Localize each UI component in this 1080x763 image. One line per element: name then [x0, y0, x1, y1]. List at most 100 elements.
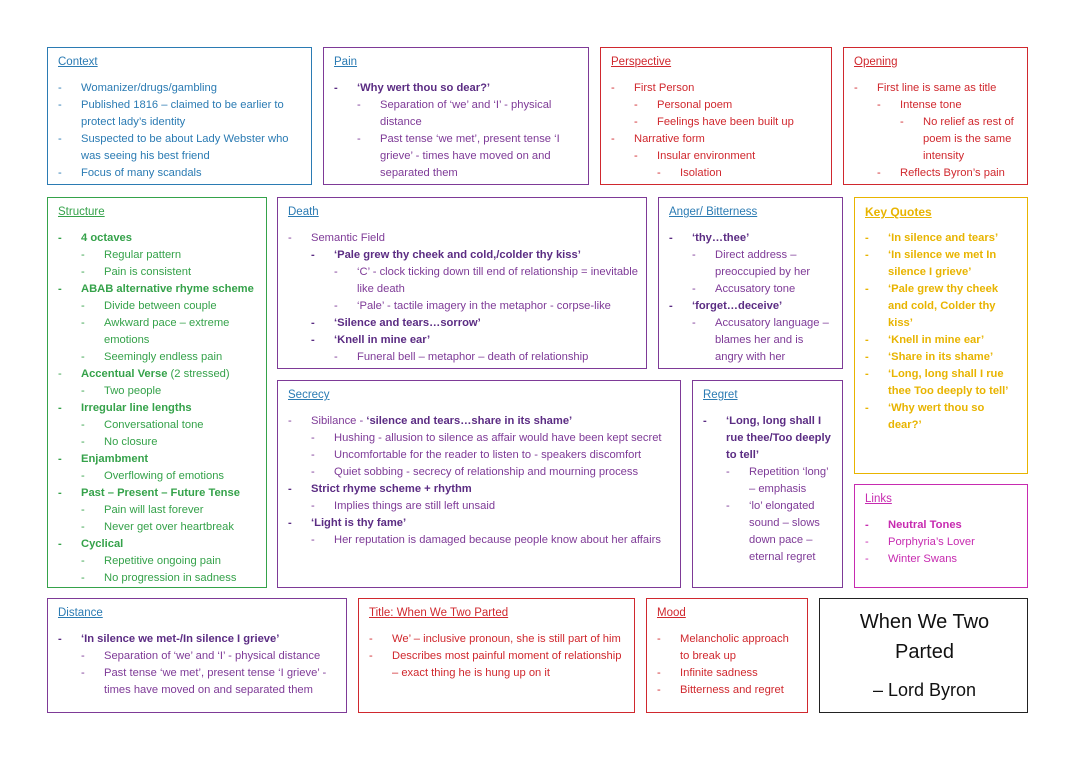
death-box: Death Semantic Field ‘Pale grew thy chee… — [277, 197, 647, 369]
list-item: ‘Light is thy fame’ — [288, 515, 672, 532]
list-item: No relief as rest of poem is the same in… — [854, 114, 1019, 165]
context-list: Womanizer/drugs/gambling Published 1816 … — [58, 80, 303, 182]
poem-name-line2: Parted — [895, 641, 954, 663]
pain-title: Pain — [334, 56, 358, 68]
list-item: Regular pattern — [58, 247, 258, 264]
list-item: Accusatory tone — [669, 281, 834, 298]
anger-list: ‘thy…thee’ Direct address – preoccupied … — [669, 230, 834, 366]
list-item: Irregular line lengths — [58, 400, 258, 417]
list-item: No closure — [58, 434, 258, 451]
context-box: Context Womanizer/drugs/gambling Publish… — [47, 47, 312, 185]
distance-box: Distance ‘In silence we met-/In silence … — [47, 598, 347, 713]
list-item: ‘Why wert thou so dear?’ — [865, 400, 1015, 434]
perspective-list: First Person Personal poem Feelings have… — [611, 80, 823, 182]
title-analysis-title: Title: When We Two Parted — [369, 607, 509, 619]
sibilance-quote: ‘silence and tears…share in its shame’ — [366, 415, 573, 427]
regret-title: Regret — [703, 389, 738, 401]
secrecy-list: Sibilance - ‘silence and tears…share in … — [288, 413, 672, 549]
list-item: ‘C’ - clock ticking down till end of rel… — [288, 264, 638, 298]
list-item: ‘forget…deceive’ — [669, 298, 834, 315]
list-item: First Person — [611, 80, 823, 97]
death-list: Semantic Field ‘Pale grew thy cheek and … — [288, 230, 638, 366]
list-item: Separation of ‘we’ and ‘I’ - physical di… — [334, 97, 580, 131]
list-item: Uncomfortable for the reader to listen t… — [288, 447, 672, 464]
list-item: Repetition ‘long’ – emphasis — [703, 464, 834, 498]
distance-title: Distance — [58, 607, 103, 619]
accentual-note: (2 stressed) — [167, 368, 230, 380]
list-item: Direct address – preoccupied by her — [669, 247, 834, 281]
list-item: Never get over heartbreak — [58, 519, 258, 536]
list-item: Seemingly endless pain — [58, 349, 258, 366]
opening-list: First line is same as title Intense tone… — [854, 80, 1019, 182]
list-item: ‘Pale grew thy cheek and cold, Colder th… — [865, 281, 1015, 332]
list-item: Awkward pace – extreme emotions — [58, 315, 258, 349]
list-item: Neutral Tones — [865, 517, 1019, 534]
list-item: Reflects Byron’s pain — [854, 165, 1019, 182]
list-item: Separation of ‘we’ and ‘I’ - physical di… — [58, 648, 338, 665]
list-item: Enjambment — [58, 451, 258, 468]
list-item: We’ – inclusive pronoun, she is still pa… — [369, 631, 626, 648]
distance-list: ‘In silence we met-/In silence I grieve’… — [58, 631, 338, 699]
list-item: Bitterness and regret — [657, 682, 799, 699]
mood-title: Mood — [657, 607, 686, 619]
keyquotes-list: ‘In silence and tears’ ‘In silence we me… — [865, 230, 1019, 434]
list-item: ‘Knell in mine ear’ — [865, 332, 1015, 349]
list-item: Past tense ‘we met’, present tense ‘I gr… — [334, 131, 580, 182]
accentual-label: Accentual Verse — [81, 368, 168, 380]
links-list: Neutral Tones Porphyria’s Lover Winter S… — [865, 517, 1019, 568]
list-item: ‘Share in its shame’ — [865, 349, 1015, 366]
links-title: Links — [865, 493, 892, 505]
list-item: Infinite sadness — [657, 665, 799, 682]
sibilance-prefix: Sibilance - — [311, 415, 367, 427]
list-item: Personal poem — [611, 97, 823, 114]
perspective-box: Perspective First Person Personal poem F… — [600, 47, 832, 185]
list-item: Overflowing of emotions — [58, 468, 258, 485]
list-item: Semantic Field — [288, 230, 638, 247]
keyquotes-box: Key Quotes ‘In silence and tears’ ‘In si… — [854, 197, 1028, 474]
list-item: Describes most painful moment of relatio… — [369, 648, 626, 682]
list-item: Winter Swans — [865, 551, 1019, 568]
list-item: Pain is consistent — [58, 264, 258, 281]
list-item: Conversational tone — [58, 417, 258, 434]
list-item: ‘Long, long shall I rue thee/Too deeply … — [703, 413, 834, 464]
list-item: Two people — [58, 383, 258, 400]
list-item: ‘In silence we met In silence I grieve’ — [865, 247, 1015, 281]
pain-box: Pain ‘Why wert thou so dear?’ Separation… — [323, 47, 589, 185]
list-item: Insular environment — [611, 148, 823, 165]
list-item: ‘In silence we met-/In silence I grieve’ — [58, 631, 338, 648]
list-item: ‘Why wert thou so dear?’ — [334, 80, 580, 97]
mood-box: Mood Melancholic approach to break up In… — [646, 598, 808, 713]
list-item: ‘In silence and tears’ — [865, 230, 1015, 247]
list-item: Implies things are still left unsaid — [288, 498, 672, 515]
keyquotes-title: Key Quotes — [865, 205, 932, 219]
title-analysis-box: Title: When We Two Parted We’ – inclusiv… — [358, 598, 635, 713]
list-item: ‘Pale grew thy cheek and cold,/colder th… — [288, 247, 638, 264]
list-item: Past tense ‘we met’, present tense ‘I gr… — [58, 665, 338, 699]
list-item: Funeral bell – metaphor – death of relat… — [288, 349, 638, 366]
regret-list: ‘Long, long shall I rue thee/Too deeply … — [703, 413, 834, 566]
list-item: Isolation — [611, 165, 823, 182]
mood-list: Melancholic approach to break up Infinit… — [657, 631, 799, 699]
structure-title: Structure — [58, 206, 105, 218]
opening-title: Opening — [854, 56, 898, 68]
list-item: Melancholic approach to break up — [657, 631, 799, 665]
perspective-title: Perspective — [611, 56, 672, 68]
anger-box: Anger/ Bitterness ‘thy…thee’ Direct addr… — [658, 197, 843, 369]
list-item: ‘Pale’ - tactile imagery in the metaphor… — [288, 298, 638, 315]
poem-title-box: When We Two Parted – Lord Byron — [819, 598, 1028, 713]
list-item: Repetitive ongoing pain — [58, 553, 258, 570]
list-item: Hushing - allusion to silence as affair … — [288, 430, 672, 447]
list-item: Suspected to be about Lady Webster who w… — [58, 131, 303, 165]
list-item: ‘Silence and tears…sorrow’ — [288, 315, 638, 332]
list-item: Cyclical — [58, 536, 258, 553]
list-item: Pain will last forever — [58, 502, 258, 519]
death-title: Death — [288, 206, 319, 218]
list-item: Focus of many scandals — [58, 165, 303, 182]
list-item: ‘Knell in mine ear’ — [288, 332, 638, 349]
list-item: Intense tone — [854, 97, 1019, 114]
poem-author: – Lord Byron — [872, 680, 977, 700]
list-item: Published 1816 – claimed to be earlier t… — [58, 97, 303, 131]
list-item: ‘lo’ elongated sound – slows down pace –… — [703, 498, 834, 566]
list-item: Past – Present – Future Tense — [58, 485, 258, 502]
list-item: Feelings have been built up — [611, 114, 823, 131]
